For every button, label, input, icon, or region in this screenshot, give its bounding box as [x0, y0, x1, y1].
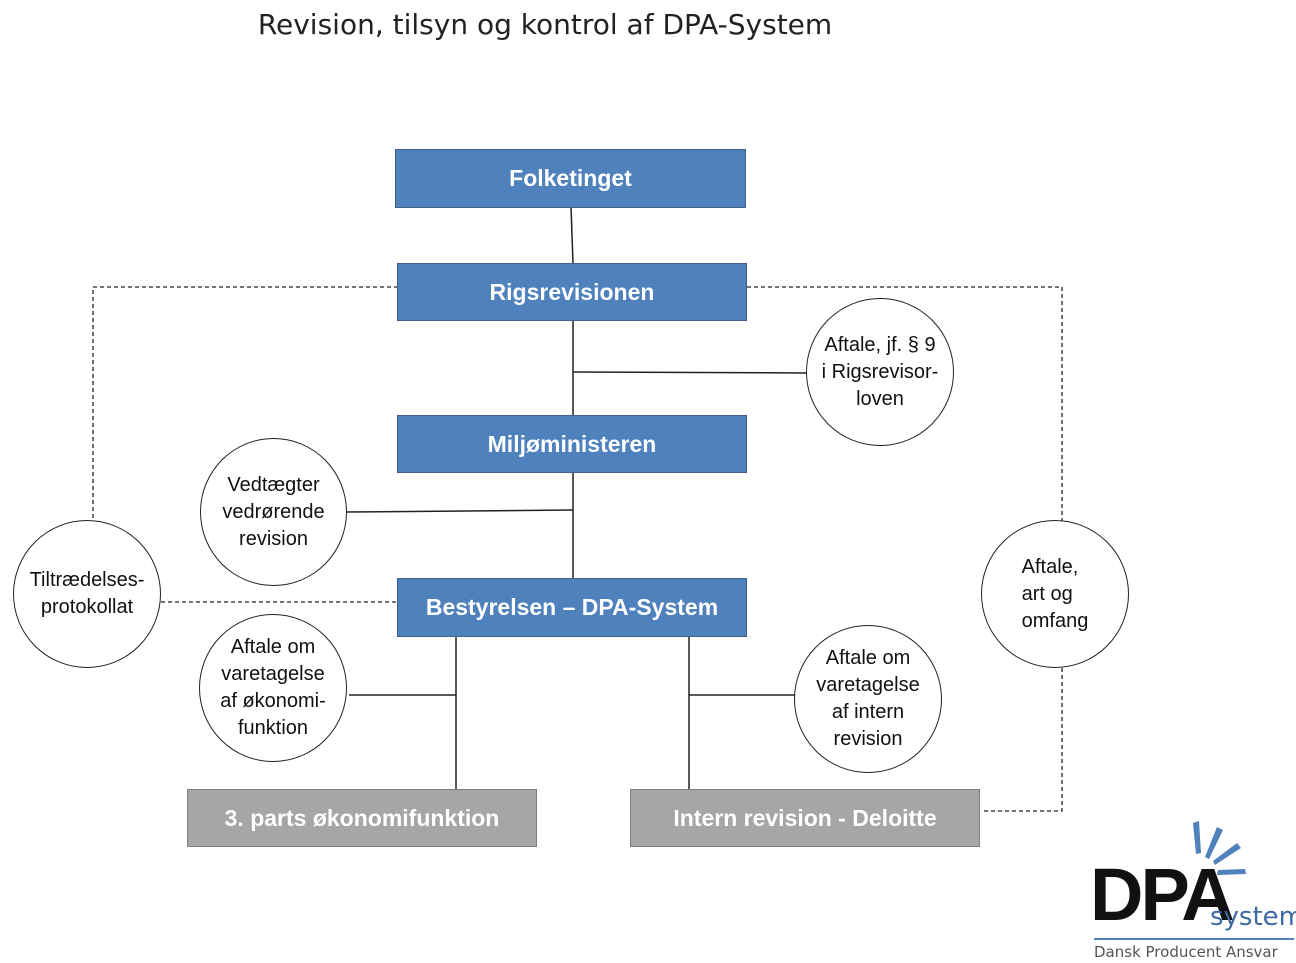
- intern-revision-box: Intern revision - Deloitte: [630, 789, 980, 847]
- vedtaegter-text: Vedtægter vedrørende revision: [222, 473, 325, 550]
- aftale-okonomi-text: Aftale om varetagelse af økonomi- funkti…: [220, 636, 326, 739]
- okonomifunktion-label: 3. parts økonomifunktion: [224, 804, 500, 831]
- aftale-intern-circle: Aftale om varetagelse af intern revision: [794, 625, 942, 773]
- folketinget-label: Folketinget: [509, 165, 632, 191]
- tiltraedelse-circle: Tiltrædelses- protokollat: [13, 520, 161, 668]
- aftale-art-circle: Aftale, art og omfang: [981, 520, 1129, 668]
- logo-brand: DPA: [1090, 853, 1235, 936]
- logo-rays-icon: [1193, 821, 1246, 875]
- logo-tagline: Dansk Producent Ansvar: [1094, 943, 1278, 961]
- aftale-rigsrevisor-circle: Aftale, jf. § 9 i Rigsrevisor- loven: [806, 298, 954, 446]
- page-title: Revision, tilsyn og kontrol af DPA-Syste…: [257, 8, 833, 41]
- bestyrelsen-label: Bestyrelsen – DPA-System: [425, 594, 719, 620]
- tiltraedelse-text: Tiltrædelses- protokollat: [29, 569, 145, 618]
- folketinget-box: Folketinget: [395, 149, 746, 208]
- miljoministeren-label: Miljøministeren: [487, 430, 657, 457]
- intern-revision-label: Intern revision - Deloitte: [673, 804, 937, 831]
- okonomifunktion-box: 3. parts økonomifunktion: [187, 789, 537, 847]
- miljoministeren-box: Miljøministeren: [397, 415, 747, 473]
- aftale-art-text: Aftale, art og omfang: [1021, 555, 1089, 632]
- aftale-okonomi-circle: Aftale om varetagelse af økonomi- funkti…: [199, 614, 347, 762]
- logo-divider: [1094, 938, 1294, 940]
- bestyrelsen-box: Bestyrelsen – DPA-System: [397, 578, 747, 637]
- rigsrevisionen-box: Rigsrevisionen: [397, 263, 747, 321]
- logo-suffix: system: [1210, 902, 1296, 932]
- rigsrevisionen-label: Rigsrevisionen: [489, 278, 655, 305]
- vedtaegter-circle: Vedtægter vedrørende revision: [200, 438, 347, 586]
- aftale-intern-text: Aftale om varetagelse af intern revision: [816, 647, 920, 750]
- aftale-rigsrevisor-text: Aftale, jf. § 9 i Rigsrevisor- loven: [821, 333, 939, 410]
